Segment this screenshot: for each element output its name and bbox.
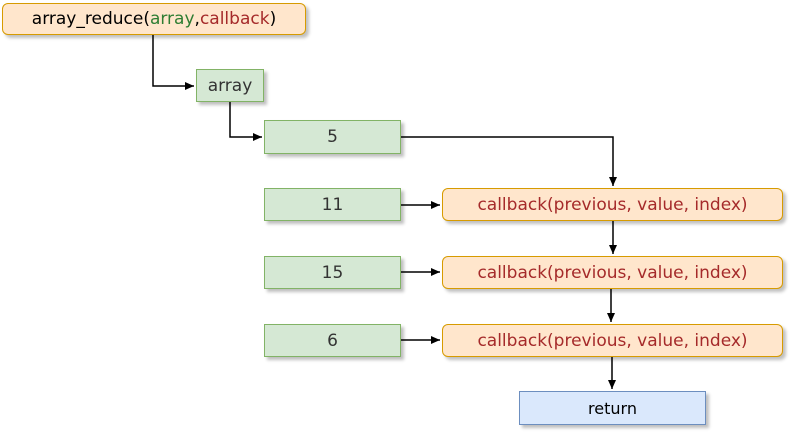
value-label: 5 <box>327 127 338 147</box>
value-node-11: 11 <box>264 188 401 221</box>
callback-label: callback(previous, value, index) <box>477 262 748 283</box>
value-node-6: 6 <box>264 324 401 357</box>
arg-separator: , <box>194 9 200 29</box>
array-node-label: array <box>207 75 253 96</box>
callback-node-1: callback(previous, value, index) <box>442 188 783 221</box>
array-reduce-signature-node: array_reduce(array, callback) <box>2 3 306 35</box>
edge-5-to-cb1 <box>401 136 617 186</box>
edge-head-to-array <box>152 35 194 90</box>
callback-node-3: callback(previous, value, index) <box>442 324 783 357</box>
return-node: return <box>519 391 706 425</box>
callback-label: callback(previous, value, index) <box>477 330 748 351</box>
close-paren: ) <box>269 9 277 29</box>
value-label: 15 <box>321 262 344 283</box>
value-node-5: 5 <box>264 120 401 154</box>
function-name: array_reduce( <box>31 9 150 29</box>
value-label: 6 <box>327 330 338 351</box>
array-node: array <box>196 69 264 102</box>
array-arg: array <box>149 9 195 29</box>
edge-array-to-5 <box>229 102 262 141</box>
value-label: 11 <box>321 194 344 215</box>
value-node-15: 15 <box>264 256 401 289</box>
callback-arg: callback <box>199 9 270 29</box>
return-label: return <box>588 398 637 418</box>
callback-node-2: callback(previous, value, index) <box>442 256 783 289</box>
callback-label: callback(previous, value, index) <box>477 194 748 215</box>
